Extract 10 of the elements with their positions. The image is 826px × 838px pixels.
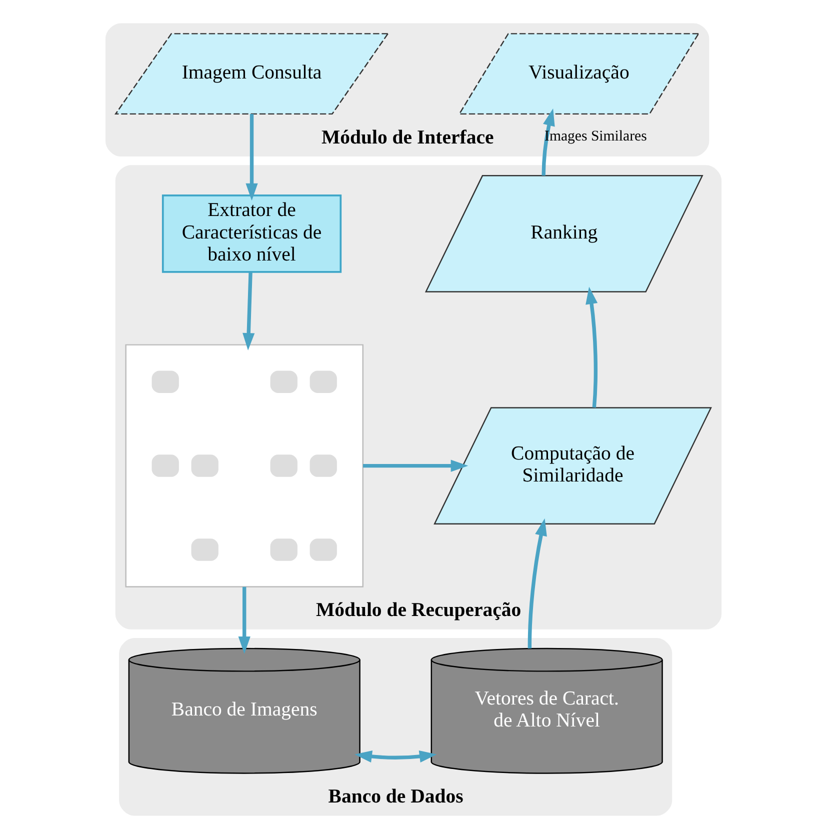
arrow — [354, 750, 436, 762]
arrow — [238, 586, 250, 654]
node-picture — [124, 344, 363, 587]
arrow — [362, 459, 468, 472]
arrow — [585, 286, 598, 408]
node-box: Extrator de Características de baixo nível — [161, 194, 342, 272]
arrow — [242, 272, 254, 350]
arrow — [245, 113, 258, 200]
arrow — [541, 108, 554, 176]
arrow — [527, 518, 546, 648]
